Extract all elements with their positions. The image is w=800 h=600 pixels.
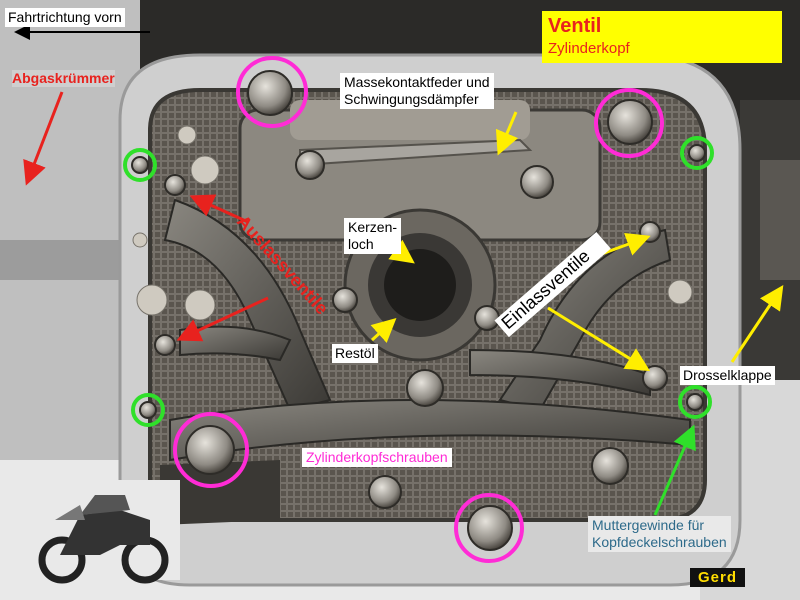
title-box: Ventil Zylinderkopf [542,11,782,63]
subtitle-text: Zylinderkopf [548,40,630,57]
throttle-valve-label: Drosselklappe [680,366,775,385]
exhaust-manifold-label: Abgaskrümmer [12,70,115,87]
nut-thread-label: Muttergewinde für Kopfdeckelschrauben [588,516,731,552]
title-text: Ventil [548,15,602,37]
motorcycle-icon [30,480,180,584]
direction-label: Fahrtrichtung vorn [5,8,125,27]
nut-thread-line1: Muttergewinde für [592,517,705,533]
ground-spring-line1: Massekontaktfeder und [344,74,490,90]
nut-thread-line2: Kopfdeckelschrauben [592,534,727,550]
head-bolts-label: Zylinderkopfschrauben [302,448,452,467]
ground-spring-line2: Schwingungsdämpfer [344,91,479,107]
watermark-logo: Gerd [690,568,746,587]
residual-oil-label: Restöl [332,344,378,363]
ground-spring-label: Massekontaktfeder und Schwingungsdämpfer [340,73,494,109]
spark-plug-line2: loch [348,236,374,252]
spark-plug-line1: Kerzen- [348,219,398,235]
spark-plug-hole-label: Kerzen- loch [344,218,402,254]
